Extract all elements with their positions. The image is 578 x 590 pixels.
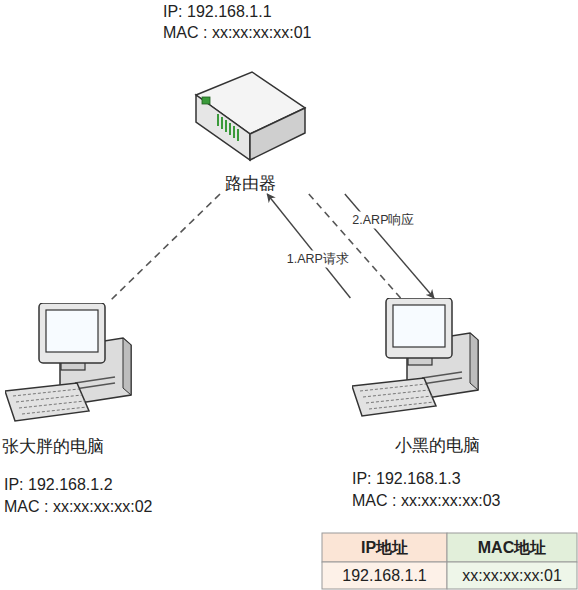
computer-node: 张大胖的电脑IP: 192.168.1.2MAC : xx:xx:xx:xx:0…: [0, 300, 135, 425]
address-text: IP: 192.168.1.1: [163, 3, 272, 21]
router-side: [250, 108, 305, 160]
network-link: [111, 194, 220, 300]
computer-icon: [352, 298, 478, 416]
message-arrow: [345, 194, 434, 298]
router-led: [202, 97, 210, 104]
router-front: [196, 95, 250, 160]
arrow-label: 2.ARP响应: [350, 212, 416, 229]
table-header: MAC地址: [447, 533, 577, 562]
address-text: MAC : xx:xx:xx:xx:01: [163, 24, 311, 42]
network-link: [309, 194, 401, 298]
computer-node: 小黑的电脑IP: 192.168.1.3MAC : xx:xx:xx:xx:03: [345, 298, 495, 423]
address-text: MAC : xx:xx:xx:xx:03: [352, 492, 500, 510]
router-node: IP: 192.168.1.1MAC : xx:xx:xx:xx:01路由器: [195, 72, 360, 194]
device-name: 小黑的电脑: [395, 436, 480, 456]
table-cell-text: 192.168.1.1: [322, 562, 447, 589]
table-cell: [447, 533, 577, 562]
computer-icon: [5, 303, 131, 421]
table-cell: [322, 533, 447, 562]
address-text: MAC : xx:xx:xx:xx:02: [4, 498, 152, 516]
table-cell: [322, 562, 447, 589]
address-text: IP: 192.168.1.2: [4, 476, 113, 494]
table-grid: [322, 533, 577, 589]
table-header: IP地址: [322, 533, 447, 562]
address-text: IP: 192.168.1.3: [352, 470, 461, 488]
message-arrow: [267, 194, 350, 298]
arrow-label: 1.ARP请求: [285, 251, 351, 268]
device-name: 张大胖的电脑: [2, 437, 104, 457]
table-cell: [447, 562, 577, 589]
table-cell-text: xx:xx:xx:xx:01: [447, 562, 577, 589]
router-ports: [218, 114, 238, 141]
router-icon: [196, 72, 305, 160]
device-name: 路由器: [225, 174, 276, 194]
